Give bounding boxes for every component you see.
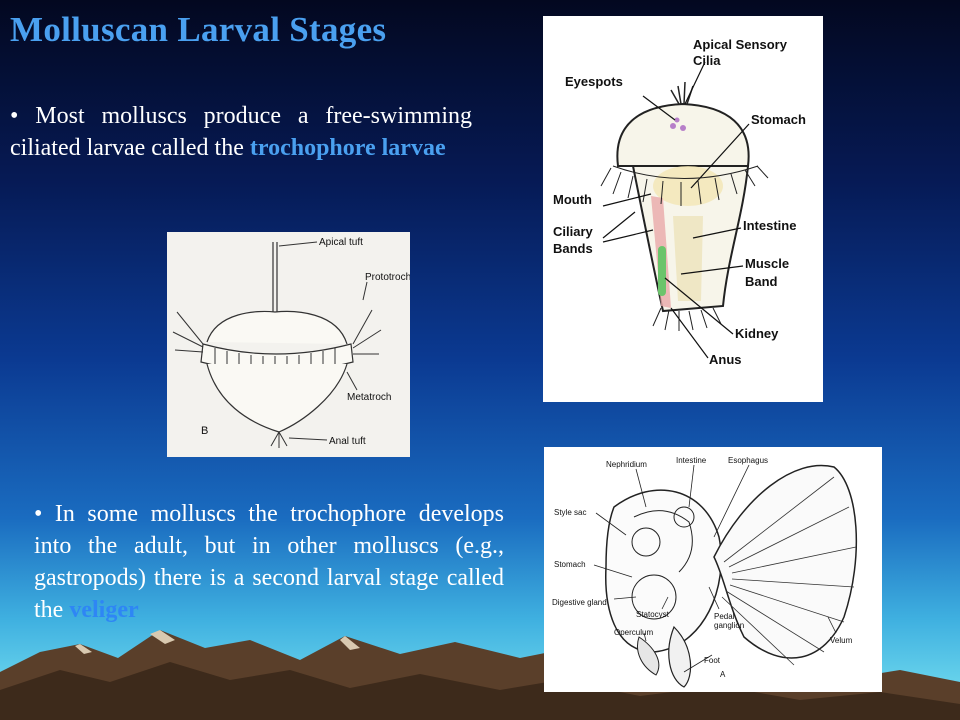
veliger-illustration: Nephridium Intestine Esophagus Style sac… xyxy=(552,456,858,688)
label-style-sac: Style sac xyxy=(554,508,586,517)
label-bands: Bands xyxy=(553,241,593,256)
label-nephridium: Nephridium xyxy=(606,460,647,469)
trochophore-labeled-figure: Apical Sensory Cilia Eyespots Stomach Mo… xyxy=(543,16,823,402)
label-digestive-gland: Digestive gland xyxy=(552,598,607,607)
label-anal-tuft: Anal tuft xyxy=(329,436,366,447)
bullet-text: Most molluscs produce a free-swimming ci… xyxy=(10,103,472,161)
bullet-trochophore: • Most molluscs produce a free-swimming … xyxy=(10,100,472,164)
label-operculum: Operculum xyxy=(614,628,653,637)
label-band: Band xyxy=(745,274,778,289)
panel-letter: A xyxy=(720,670,726,679)
label-cilia: Cilia xyxy=(693,53,721,68)
label-prototroch: Prototroch xyxy=(365,272,410,283)
label-ciliary: Ciliary xyxy=(553,224,594,239)
bullet-marker: • xyxy=(34,501,43,527)
bullet-veliger: • In some molluscs the trochophore devel… xyxy=(34,498,504,626)
highlight-term: veliger xyxy=(69,597,139,623)
label-intestine: Intestine xyxy=(676,456,707,465)
label-ganglion: ganglion xyxy=(714,621,744,630)
label-velum: Velum xyxy=(830,636,853,645)
panel-letter: B xyxy=(201,425,208,437)
label-mouth: Mouth xyxy=(553,192,592,207)
trochophore-sketch-figure: Apical tuft Prototroch Metatroch Anal tu… xyxy=(167,232,410,457)
mountain-backdrop xyxy=(0,630,960,720)
label-apical-sensory: Apical Sensory xyxy=(693,37,788,52)
label-statocyst: Statocyst xyxy=(636,610,670,619)
label-anus: Anus xyxy=(709,352,742,367)
label-apical-tuft: Apical tuft xyxy=(319,237,363,248)
label-kidney: Kidney xyxy=(735,326,779,341)
label-pedal: Pedal xyxy=(714,612,735,621)
label-intestine: Intestine xyxy=(743,218,796,233)
trochophore-illustration: Apical Sensory Cilia Eyespots Stomach Mo… xyxy=(553,37,806,367)
bullet-marker: • xyxy=(10,103,19,129)
bullet-text: In some molluscs the trochophore develop… xyxy=(34,501,504,623)
label-metatroch: Metatroch xyxy=(347,392,391,403)
highlight-term: trochophore larvae xyxy=(249,135,446,161)
label-stomach: Stomach xyxy=(554,560,586,569)
trochophore-sketch-illustration: Apical tuft Prototroch Metatroch Anal tu… xyxy=(172,237,410,448)
label-esophagus: Esophagus xyxy=(728,456,768,465)
label-muscle: Muscle xyxy=(745,256,789,271)
label-eyespots: Eyespots xyxy=(565,74,623,89)
label-foot: Foot xyxy=(704,656,721,665)
veliger-figure: Nephridium Intestine Esophagus Style sac… xyxy=(544,447,882,692)
slide-title: Molluscan Larval Stages xyxy=(10,10,387,49)
label-stomach: Stomach xyxy=(751,112,806,127)
